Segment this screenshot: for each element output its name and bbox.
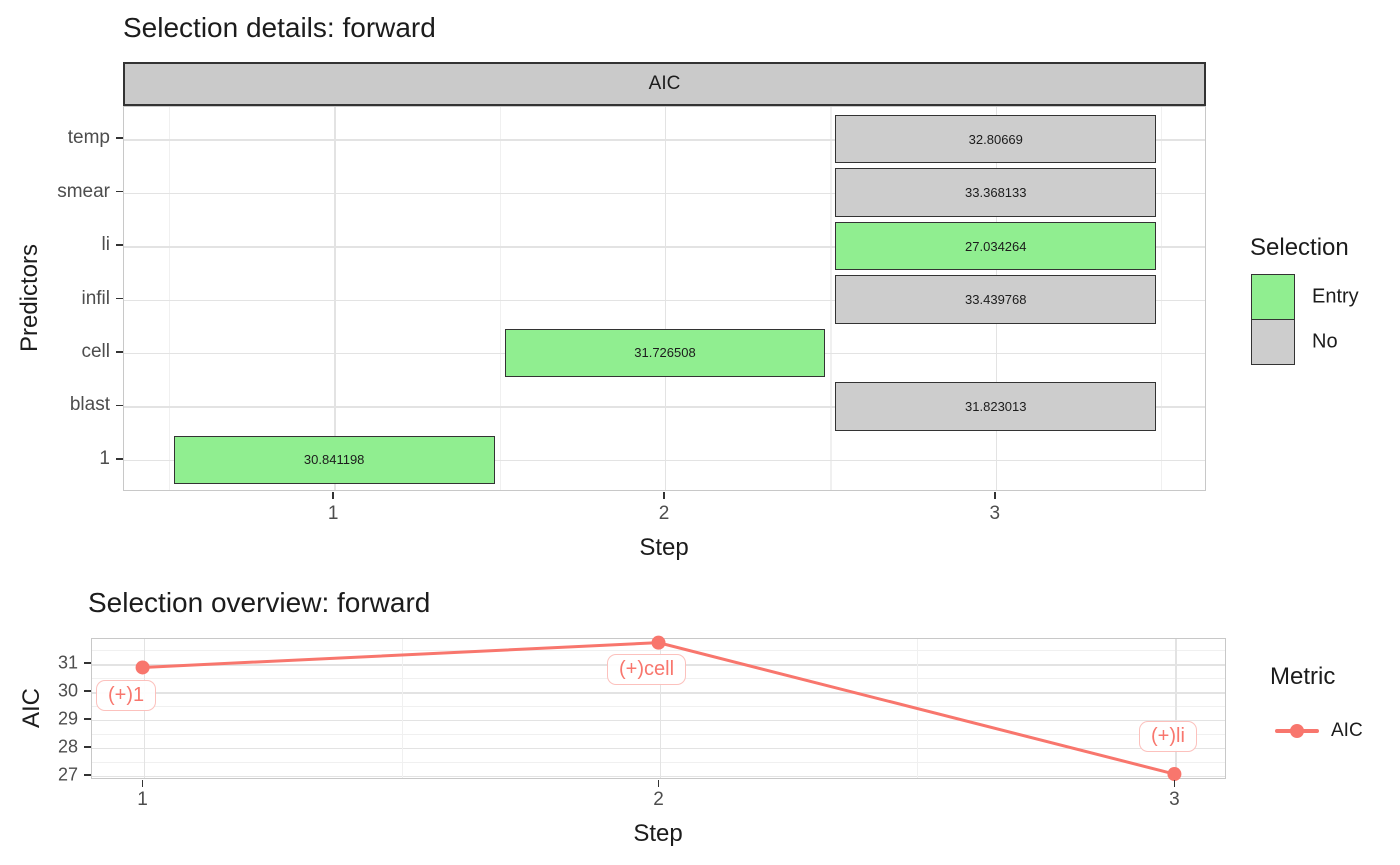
gridline-major-h	[124, 406, 1205, 408]
overview-x-tick-3: 3	[1169, 789, 1180, 810]
x-tickmark	[663, 492, 665, 499]
gridline-minor-v	[499, 107, 501, 490]
details-plot-panel: 30.841198 31.726508 31.823013 33.439768 27.0…	[123, 106, 1206, 491]
gridline-major-v	[334, 107, 336, 490]
y-tickmark	[116, 458, 123, 460]
overview-y-tick-31: 31	[57, 652, 78, 673]
x-tick-label-1: 1	[327, 503, 339, 524]
metric-legend-title: Metric	[1270, 663, 1336, 690]
y-tickmark	[116, 137, 123, 139]
y-tickmark	[84, 662, 91, 664]
details-x-axis-title: Step	[639, 534, 689, 561]
aic-point-step1	[135, 660, 150, 675]
y-tickmark	[116, 244, 123, 246]
y-tickmark	[116, 190, 123, 193]
x-tick-label-2: 2	[658, 503, 670, 524]
point-label-step1: (+)1	[96, 680, 157, 711]
gridline-major-h	[124, 459, 1205, 462]
y-tick-label-1: 1	[99, 447, 110, 469]
gridline-major-h	[124, 192, 1205, 195]
overview-y-tick-27: 27	[57, 764, 78, 785]
overview-y-tick-30: 30	[57, 680, 78, 701]
y-tickmark	[84, 774, 91, 776]
bar-value-label: 33.368133	[965, 185, 1027, 201]
gridline-major-h	[92, 747, 1225, 750]
aic-point-step3	[1167, 767, 1182, 782]
bar-value-label: 31.823013	[965, 398, 1027, 414]
y-tick-label-cell: cell	[81, 340, 110, 362]
overview-y-axis-title: AIC	[18, 687, 45, 729]
y-tickmark	[116, 404, 123, 407]
y-tick-label-temp: temp	[67, 127, 110, 149]
selection-bar-li: 27.034264	[835, 221, 1157, 271]
gridline-minor-h	[92, 733, 1225, 735]
facet-strip-label: AIC	[648, 73, 681, 94]
gridline-minor-v	[168, 107, 170, 490]
y-tick-label-smear: smear	[57, 180, 110, 202]
legend-label-no: No	[1312, 330, 1338, 353]
facet-strip: AIC	[123, 62, 1206, 106]
overview-chart-title: Selection overview: forward	[88, 587, 431, 618]
details-chart-title: Selection details: forward	[123, 12, 436, 43]
gridline-major-h	[124, 299, 1205, 301]
y-tickmark	[84, 718, 91, 720]
x-tick-label-3: 3	[989, 503, 1001, 524]
selection-bar-blast: 31.823013	[835, 382, 1157, 431]
legend-label-entry: Entry	[1312, 285, 1359, 308]
overview-y-tick-28: 28	[57, 736, 78, 757]
legend-key-aic-point	[1290, 724, 1304, 738]
selection-legend-title: Selection	[1250, 234, 1349, 261]
bar-value-label: 27.034264	[965, 238, 1027, 254]
point-label-step3: (+)li	[1139, 721, 1197, 752]
overview-x-tick-2: 2	[653, 789, 664, 810]
legend-label-aic: AIC	[1331, 720, 1363, 741]
overview-y-tick-29: 29	[57, 708, 78, 729]
details-y-axis-title: Predictors	[16, 243, 43, 353]
gridline-minor-h	[92, 761, 1225, 763]
x-tickmark	[332, 492, 334, 499]
gridline-major-h	[124, 139, 1205, 141]
selection-bar-cell: 31.726508	[504, 328, 826, 378]
bar-value-label: 32.80669	[968, 131, 1023, 147]
gridline-major-v	[659, 639, 661, 778]
y-tick-label-infil: infil	[81, 287, 110, 309]
point-label-step2: (+)cell	[607, 654, 687, 685]
gridline-minor-h	[92, 650, 1225, 651]
bar-value-label: 31.726508	[634, 345, 696, 361]
y-tickmark	[116, 297, 123, 300]
y-tickmark	[116, 351, 123, 353]
gridline-minor-v	[830, 107, 832, 490]
y-tickmark	[84, 746, 91, 748]
aic-line-series	[135, 635, 1182, 782]
x-tickmark	[141, 780, 144, 787]
overview-x-tick-1: 1	[137, 789, 148, 810]
gridline-major-h	[92, 692, 1225, 694]
legend-key-no-swatch	[1251, 318, 1295, 365]
x-tickmark	[1173, 780, 1176, 787]
selection-bar-1: 30.841198	[173, 435, 495, 484]
selection-bar-smear: 33.368133	[835, 168, 1157, 217]
aic-point-step2	[651, 635, 666, 650]
bar-value-label: 33.439768	[965, 292, 1027, 307]
x-tickmark	[657, 780, 660, 787]
selection-bar-temp: 32.80669	[835, 115, 1157, 164]
gridline-major-h	[92, 719, 1225, 722]
y-tickmark	[84, 690, 91, 692]
selection-bar-infil: 33.439768	[835, 275, 1157, 324]
overview-x-axis-title: Step	[633, 820, 683, 847]
bar-value-label: 30.841198	[303, 452, 365, 468]
gridline-minor-h	[92, 706, 1225, 707]
gridline-major-v	[1175, 639, 1177, 778]
gridline-major-h	[92, 775, 1225, 778]
x-tickmark	[994, 492, 996, 499]
y-tick-label-li: li	[101, 234, 110, 256]
legend-key-entry-swatch	[1251, 274, 1295, 320]
gridline-major-v	[664, 107, 667, 490]
gridline-minor-v	[1161, 107, 1163, 490]
gridline-minor-v	[401, 639, 403, 778]
gridline-major-h	[124, 246, 1205, 248]
y-tick-label-blast: blast	[69, 394, 110, 416]
